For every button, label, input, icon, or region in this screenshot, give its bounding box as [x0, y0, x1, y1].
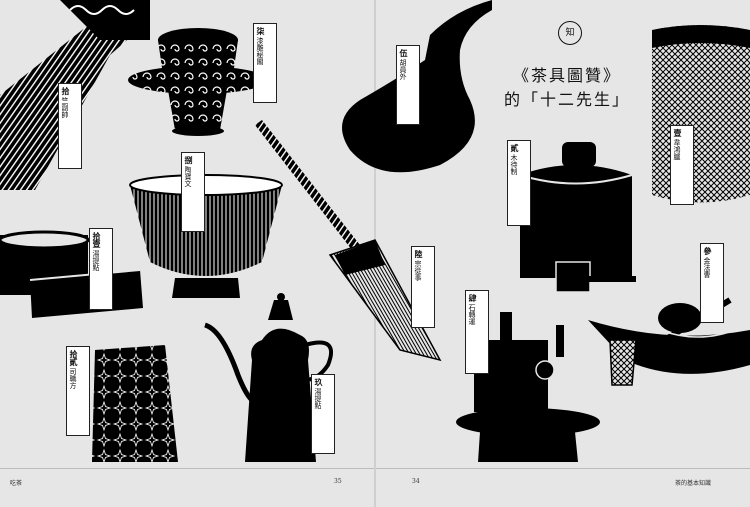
- label-tao-bao-wen: 捌 陶寶文: [181, 152, 205, 232]
- title-line-1: 《茶具圖贊》: [513, 66, 622, 85]
- lacquer-stand-illustration: [128, 28, 268, 136]
- label-number: 陸: [414, 250, 424, 258]
- label-name: 司職方: [69, 368, 77, 389]
- label-name: 石轉運: [468, 304, 476, 325]
- footer-left-title: 吃茶: [10, 480, 23, 487]
- label-zhu-fu-shuai: 拾 竺副帥: [58, 83, 82, 169]
- label-number: 拾壹: [92, 232, 102, 248]
- footer-right-page-number: 34: [412, 478, 420, 485]
- label-number: 柒: [256, 27, 266, 35]
- label-jin-fa-cao: 參 金法曹: [700, 243, 724, 323]
- title-line-2: 的「十二先生」: [504, 90, 631, 109]
- ewer-illustration: [204, 293, 334, 462]
- knowledge-marker: 知: [558, 21, 582, 45]
- label-zong-cong-shi: 陸 宗從事: [411, 246, 435, 328]
- label-tang-ti-dian: 玖 湯提點: [311, 374, 335, 454]
- label-name: 胡員外: [399, 59, 407, 80]
- label-hu-yuan-wai: 伍 胡員外: [396, 45, 420, 125]
- footer-right-title: 茶的基本知識: [675, 480, 712, 487]
- label-name: 宗從事: [414, 260, 422, 281]
- label-wei-hong-lu: 壹 韋鴻臚: [670, 125, 694, 205]
- tea-bowl-illustration: [129, 174, 283, 298]
- label-qi-diao-mi-ge: 柒 漆雕秘閣: [253, 23, 277, 103]
- label-name: 金法曹: [703, 257, 711, 278]
- label-number: 肆: [468, 294, 478, 302]
- label-number: 拾貳: [69, 350, 79, 366]
- label-eleven: 拾壹 湯提點: [89, 228, 113, 310]
- label-si-zhi-fang: 拾貳 司職方: [66, 346, 90, 436]
- tea-cloth-illustration: [92, 345, 178, 462]
- footer-left-page-number: 35: [334, 478, 342, 485]
- label-number: 伍: [399, 49, 409, 57]
- label-shi-zhuan-yun: 肆 石轉運: [465, 290, 489, 374]
- sieve-illustration: [652, 25, 750, 203]
- label-name: 陶寶文: [184, 166, 192, 187]
- label-number: 壹: [673, 129, 683, 137]
- tray-illustration: [0, 230, 143, 318]
- label-number: 玖: [314, 378, 324, 386]
- footer-rule-right: [376, 468, 750, 469]
- label-name: 竺副帥: [61, 97, 69, 118]
- label-name: 漆雕秘閣: [256, 37, 264, 65]
- wooden-jar-illustration: [519, 142, 636, 293]
- label-number: 捌: [184, 156, 194, 164]
- label-name: 韋鴻臚: [673, 139, 681, 160]
- label-number: 拾: [61, 87, 71, 95]
- stone-mill-illustration: [456, 312, 600, 462]
- label-name: 木待制: [510, 154, 518, 175]
- label-name: 湯提點: [314, 388, 322, 409]
- footer-rule-left: [0, 468, 374, 469]
- label-number: 參: [703, 247, 713, 255]
- label-number: 貳: [510, 144, 520, 152]
- page-title: 《茶具圖贊》 的「十二先生」: [504, 64, 630, 112]
- label-mu-dai-zhi: 貳 木待制: [507, 140, 531, 226]
- tea-brush-illustration: [255, 120, 442, 362]
- label-name: 湯提點: [92, 250, 100, 271]
- tea-grinder-boat-illustration: [588, 297, 750, 386]
